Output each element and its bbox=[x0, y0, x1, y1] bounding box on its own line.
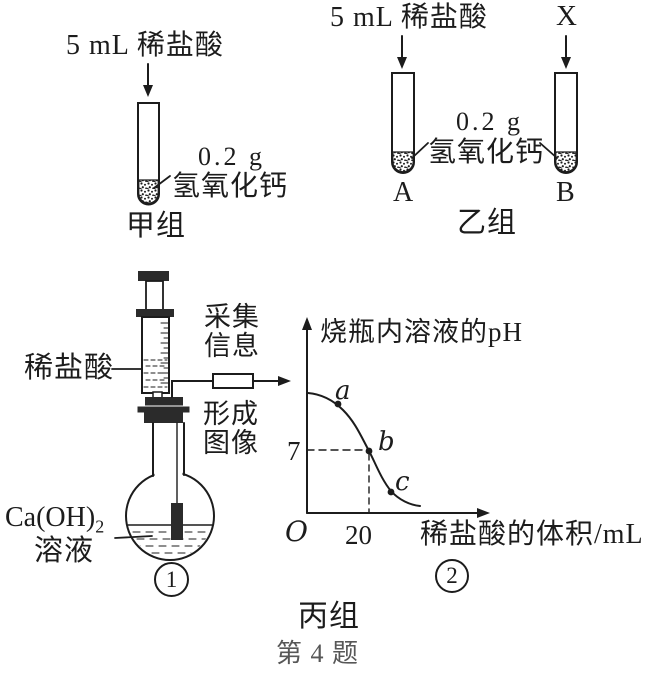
yi-group-label: 乙组 bbox=[457, 207, 518, 239]
y-axis-arrow-icon bbox=[302, 317, 312, 330]
question-caption: 第 4 题 bbox=[276, 639, 360, 668]
yi-b-down-arrow-icon bbox=[561, 35, 571, 69]
syringe-plunger-rod bbox=[145, 280, 164, 311]
yi-callout-line-left bbox=[411, 142, 429, 159]
yi-tube-a-label: A bbox=[393, 177, 414, 208]
point-b-dot bbox=[365, 447, 373, 455]
sensor-box bbox=[212, 373, 254, 389]
jia-solid-name: 氢氧化钙 bbox=[172, 171, 289, 202]
graph-origin-label: O bbox=[285, 515, 308, 548]
yi-solid-amount: 0.2 g bbox=[456, 107, 523, 136]
point-c-dot bbox=[387, 488, 395, 496]
yi-tube-b-label: B bbox=[556, 177, 575, 208]
signal-wire bbox=[171, 373, 291, 398]
jia-down-arrow-icon bbox=[143, 63, 153, 97]
formula-subscript: 2 bbox=[95, 516, 105, 537]
flask-callout-line bbox=[114, 535, 153, 539]
flask-solution-word: 溶液 bbox=[34, 535, 95, 567]
syringe-reagent-label: 稀盐酸 bbox=[24, 352, 115, 384]
yi-test-tube-a bbox=[391, 72, 415, 174]
graph-x-axis-label: 稀盐酸的体积/mL bbox=[420, 519, 644, 550]
graph-point-b-label: b bbox=[378, 427, 395, 457]
yi-a-solid-material bbox=[392, 151, 414, 173]
collect-info-label: 采集 信息 bbox=[204, 302, 260, 361]
right-arrow-icon bbox=[278, 376, 291, 386]
jia-group-label: 甲组 bbox=[126, 210, 187, 242]
yi-a-down-arrow-icon bbox=[397, 35, 407, 69]
graph-x-tick-20: 20 bbox=[345, 520, 372, 550]
formula-main: Ca(OH) bbox=[5, 502, 96, 533]
form-image-label: 形成 图像 bbox=[203, 399, 259, 458]
graph-point-c-label: c bbox=[395, 467, 410, 497]
jia-solid-material bbox=[138, 179, 159, 204]
jia-test-tube bbox=[137, 102, 160, 206]
jia-callout-line bbox=[153, 175, 171, 189]
point-a-dot bbox=[334, 400, 342, 408]
graph-point-a-label: a bbox=[335, 376, 351, 406]
yi-test-tube-b bbox=[554, 72, 578, 174]
jia-reagent-label: 5 mL 稀盐酸 bbox=[66, 30, 224, 61]
syringe-flange bbox=[136, 309, 174, 317]
apparatus-number-badge: 1 bbox=[154, 562, 189, 597]
graph-y-tick-7: 7 bbox=[287, 436, 301, 466]
bing-group-label: 丙组 bbox=[298, 600, 360, 633]
yi-x-label: X bbox=[556, 0, 577, 32]
syringe-plunger-cap bbox=[138, 271, 169, 281]
graph-number-badge: 2 bbox=[435, 559, 469, 593]
yi-callout-line-right bbox=[539, 142, 558, 159]
round-bottom-flask bbox=[125, 422, 215, 561]
syringe bbox=[136, 271, 174, 399]
yi-solid-name: 氢氧化钙 bbox=[428, 137, 545, 168]
graph-y-axis-label: 烧瓶内溶液的pH bbox=[320, 317, 523, 347]
syringe-liquid bbox=[143, 359, 168, 388]
ph-graph bbox=[302, 317, 490, 518]
yi-reagent-label: 5 mL 稀盐酸 bbox=[330, 2, 488, 33]
jia-solid-amount: 0.2 g bbox=[198, 142, 265, 171]
x-axis-arrow-icon bbox=[477, 508, 490, 518]
flask-solution-formula: Ca(OH)2 bbox=[5, 502, 105, 537]
rubber-stopper bbox=[136, 397, 191, 423]
yi-b-solid-material bbox=[555, 151, 577, 173]
ph-probe bbox=[171, 503, 183, 540]
syringe-graduations bbox=[160, 322, 169, 384]
